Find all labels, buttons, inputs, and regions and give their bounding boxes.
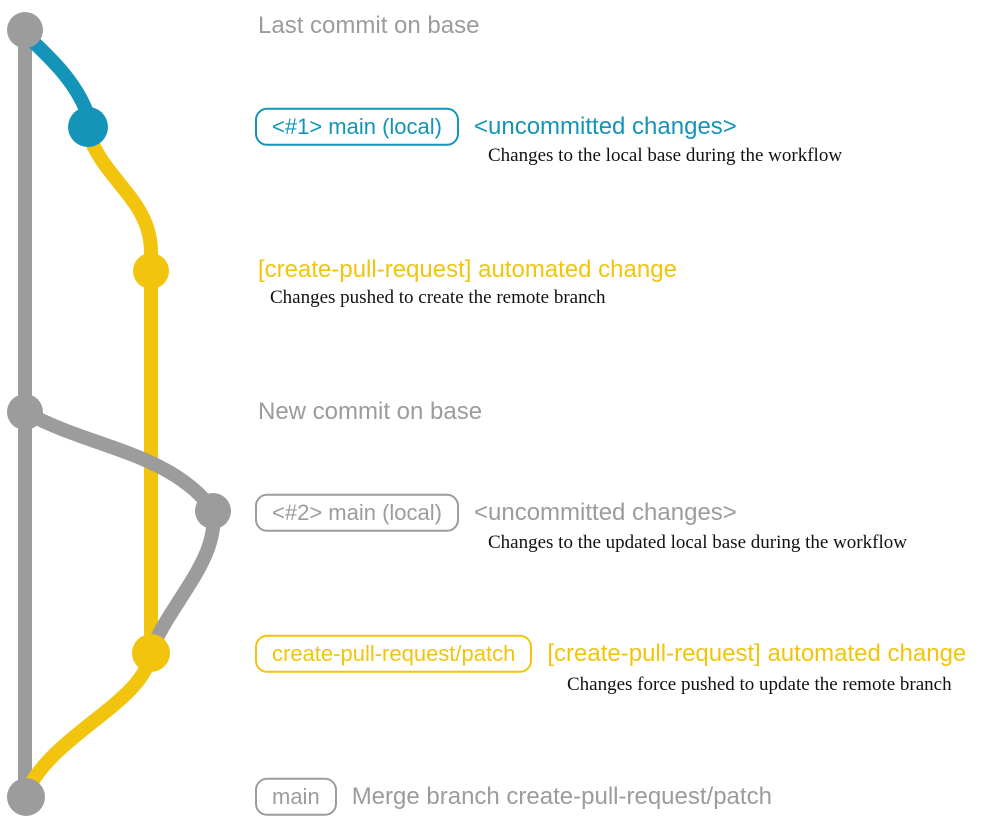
commit-dot-patch-2 [132, 634, 170, 672]
commit-row-patch-2: create-pull-request/patch [create-pull-r… [255, 634, 967, 674]
main-local-branch-1-path [20, 29, 96, 125]
commit-graph [7, 12, 231, 816]
commit-row-main-local-2: <#2> main (local) <uncommitted changes> [255, 493, 737, 533]
commit-message: <uncommitted changes> [473, 112, 737, 140]
commit-dot-base-2 [7, 394, 43, 430]
commit-row-patch-1: [create-pull-request] automated change [258, 256, 677, 284]
commit-row-merge: main Merge branch create-pull-request/pa… [255, 777, 772, 817]
commit-dot-base-1 [7, 12, 43, 48]
commit-row-main-local-1: <#1> main (local) <uncommitted changes> [255, 107, 737, 147]
commit-message: [create-pull-request] automated change [258, 256, 677, 283]
branch-label: <#1> main (local) [255, 107, 459, 147]
branch-label: main [255, 777, 337, 817]
commit-row-new-commit: New commit on base [258, 398, 482, 426]
commit-row-last-commit: Last commit on base [258, 12, 479, 40]
commit-dot-main-local-2 [195, 493, 231, 529]
commit-description: Changes to the local base during the wor… [488, 145, 843, 166]
commit-description: Changes pushed to create the remote bran… [270, 287, 606, 308]
commit-dot-main-local-1 [68, 107, 108, 147]
commit-description: Changes force pushed to update the remot… [567, 674, 952, 695]
commit-dot-merge [7, 778, 45, 816]
commit-message: Merge branch create-pull-request/patch [351, 782, 772, 810]
commit-dot-patch-1 [133, 253, 169, 289]
main-local-branch-2-path [18, 405, 221, 653]
commit-message: New commit on base [258, 398, 483, 425]
branch-label: create-pull-request/patch [255, 634, 533, 674]
commit-message: <uncommitted changes> [473, 498, 737, 526]
branch-label: <#2> main (local) [255, 493, 459, 533]
commit-message: Last commit on base [258, 12, 480, 39]
commit-description: Changes to the updated local base during… [488, 532, 907, 553]
commit-message: [create-pull-request] automated change [547, 639, 967, 667]
